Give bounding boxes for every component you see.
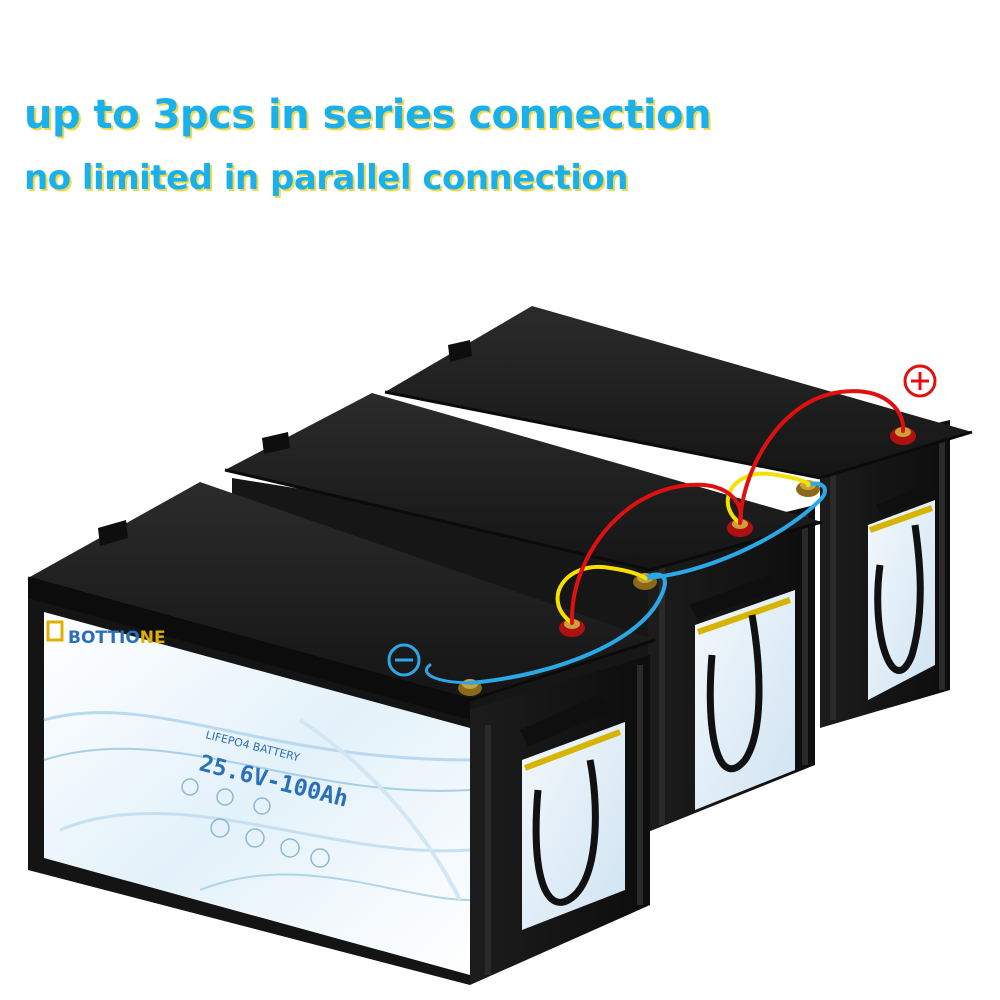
battery-front-side-label: [522, 722, 625, 930]
headline-parallel: no limited in parallel connection: [24, 158, 628, 198]
negative-symbol-icon: [387, 643, 421, 677]
positive-wire-1: [569, 482, 743, 625]
positive-wire-2: [738, 389, 906, 525]
fcc-mark-icon: [216, 788, 234, 806]
battery-back-lid: [385, 306, 972, 478]
battery-middle-handle: [706, 614, 763, 773]
brand-name: BOTTIONE: [68, 628, 166, 648]
ce-mark-icon: [181, 778, 199, 796]
battery-front-handle: [532, 759, 599, 906]
terminals: [458, 427, 916, 696]
recycle-bin-icon: [210, 818, 230, 838]
battery-back: [384, 306, 973, 728]
brand-logo-icon: [46, 620, 64, 642]
headline-series: up to 3pcs in series connection: [24, 92, 712, 138]
recycle-icon: [253, 797, 271, 815]
certification-icons: [181, 778, 330, 868]
series-jumper-1: [555, 564, 648, 625]
checkmark-icon: [310, 848, 330, 868]
series-jumper-2: [725, 471, 811, 525]
battery-back-handle: [874, 524, 924, 674]
negative-wire-link: [643, 481, 827, 580]
positive-symbol-icon: [903, 364, 937, 398]
battery-middle-lid: [225, 393, 822, 570]
wiring: [424, 389, 906, 685]
battery-front-lid: [28, 482, 655, 700]
battery-front: BOTTIONE LIFEPO4 BATTERY 25.6V-100Ah: [27, 482, 656, 985]
pb-free-icon: [245, 828, 265, 848]
rohs-icon: [280, 838, 300, 858]
battery-front-label: [44, 612, 470, 975]
